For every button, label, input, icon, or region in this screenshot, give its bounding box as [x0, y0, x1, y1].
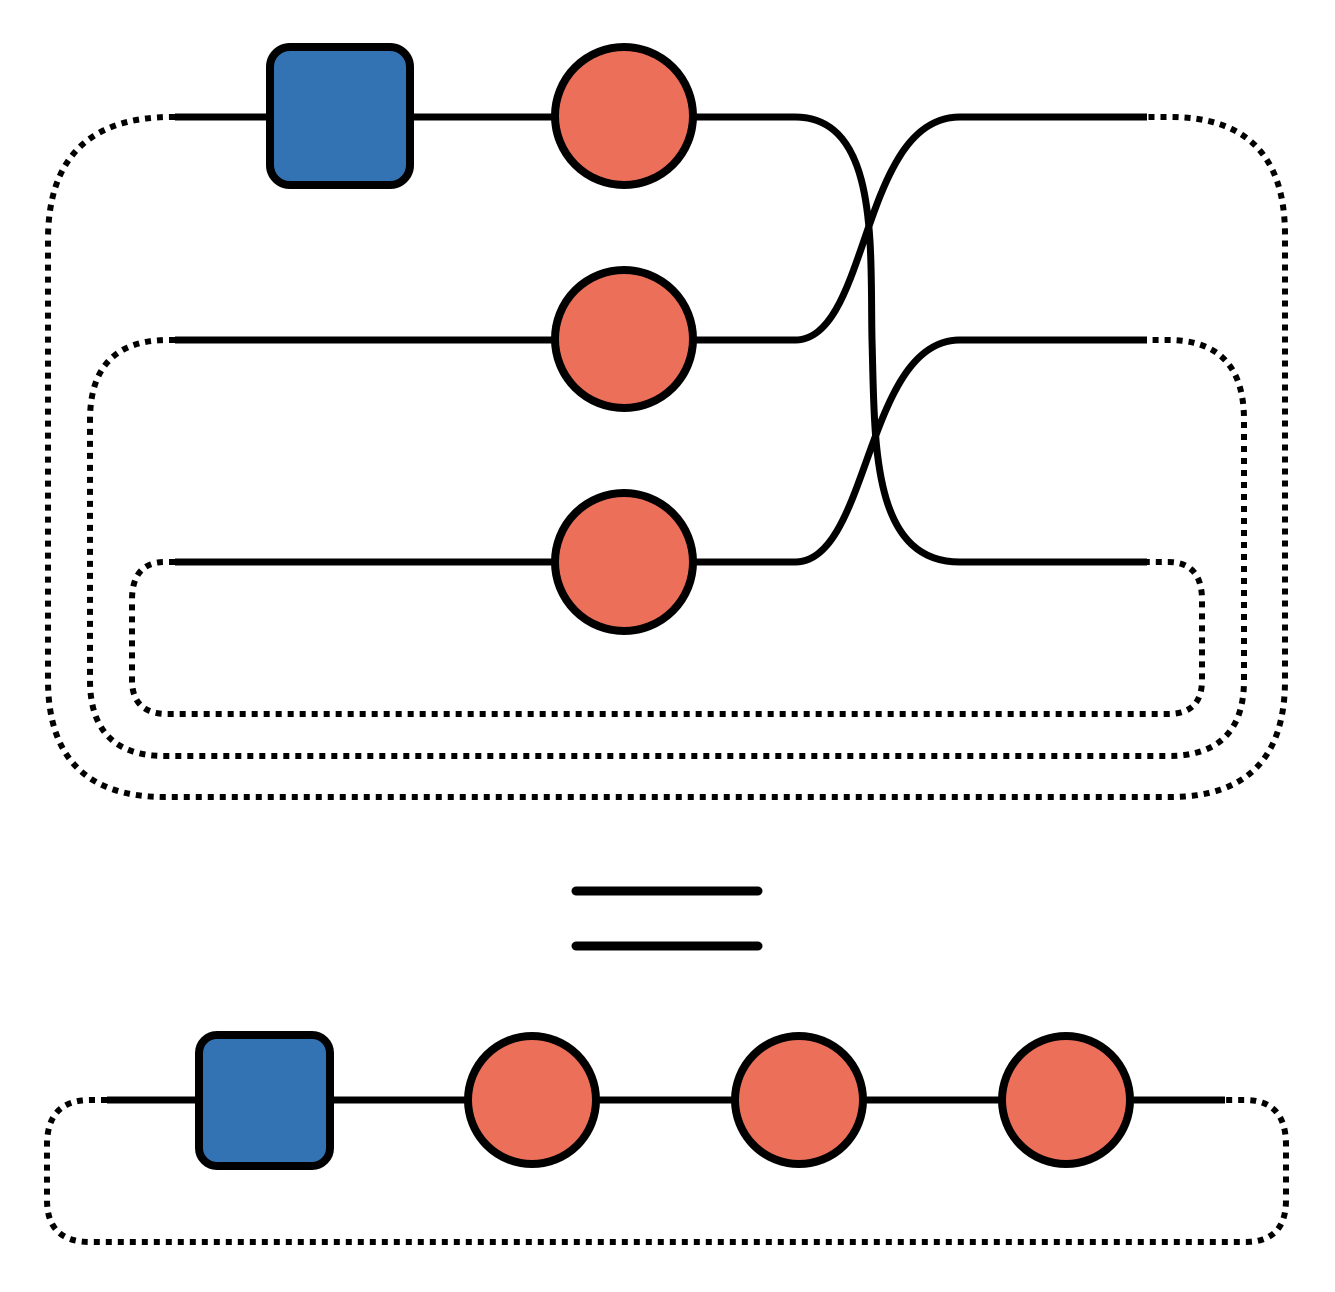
circle-node-top-1	[551, 43, 697, 189]
square-node-bottom	[195, 1031, 334, 1170]
circle-node-bottom-2	[731, 1032, 867, 1168]
trace-loop-bottom	[44, 1097, 1289, 1245]
trace-loop-middle	[87, 337, 1247, 759]
circle-node-bottom-3	[998, 1032, 1134, 1168]
circle-node-top-3	[551, 489, 697, 635]
trace-loop-inner	[129, 559, 1205, 717]
circle-node-bottom-1	[464, 1032, 600, 1168]
bottom-diagram	[44, 1031, 1289, 1245]
trace-loop-outer	[45, 114, 1288, 800]
equals-sign	[571, 886, 763, 951]
top-diagram	[45, 43, 1288, 800]
crossing-wire-2	[625, 113, 1147, 344]
square-node-top	[266, 43, 414, 189]
circle-node-top-2	[551, 266, 697, 412]
crossing-wire-3	[625, 336, 1147, 566]
crossing-wire-1	[625, 113, 1147, 566]
